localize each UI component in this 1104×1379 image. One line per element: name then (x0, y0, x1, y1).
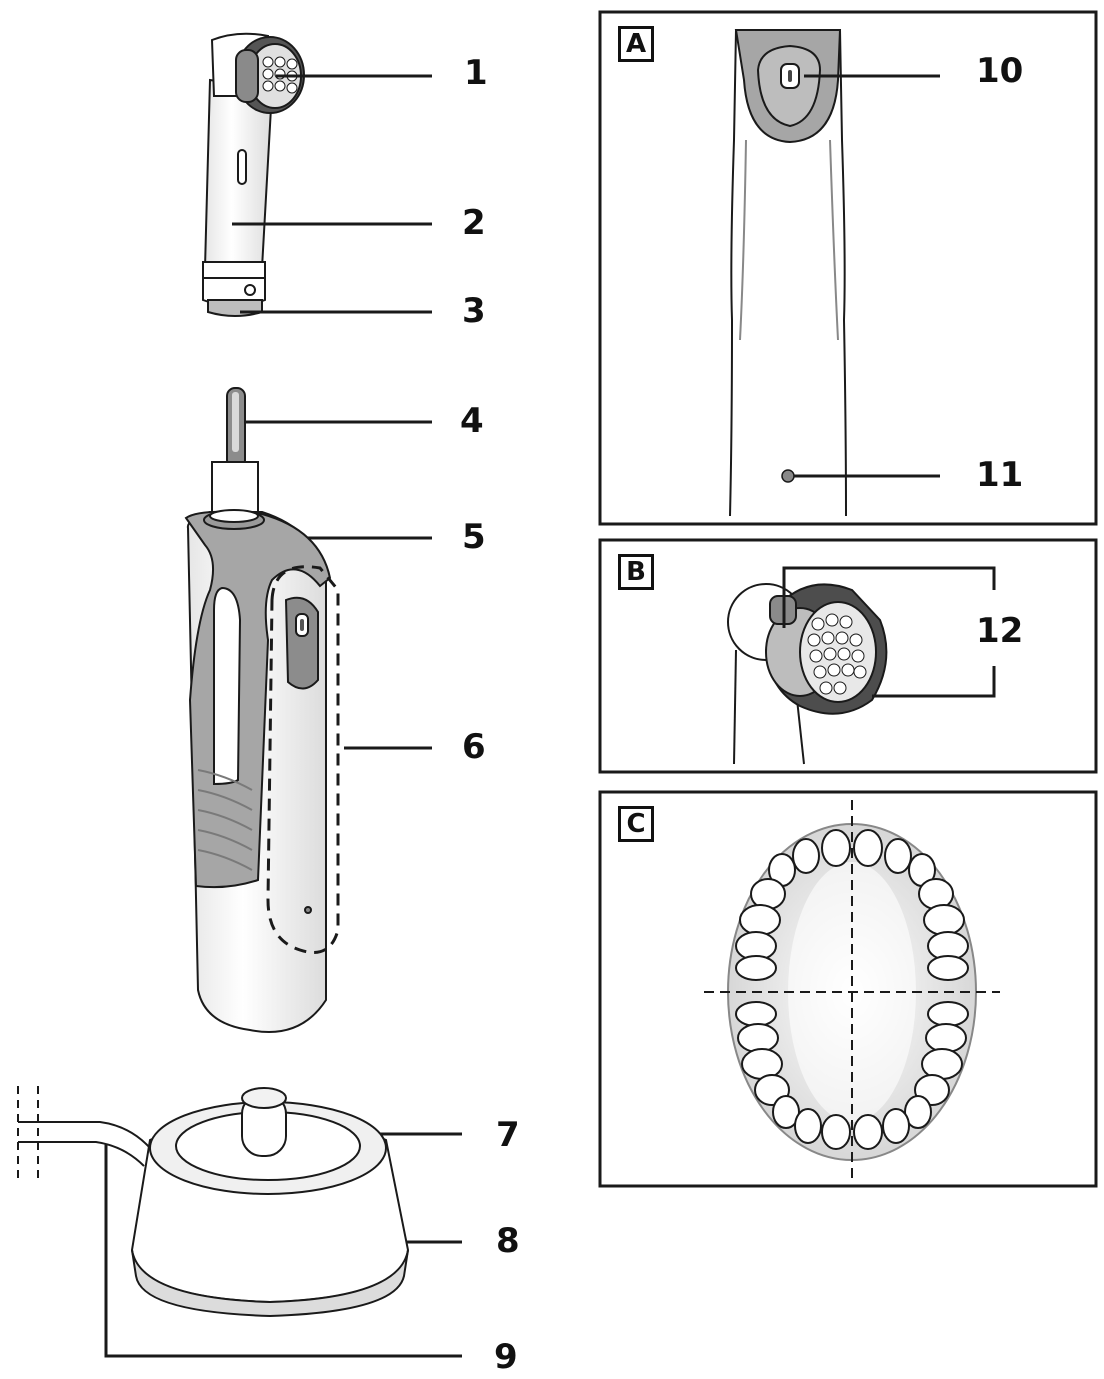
callout-2: 2 (462, 203, 486, 243)
charger (17, 1086, 410, 1318)
callout-12: 12 (976, 611, 1024, 651)
callout-8: 8 (496, 1221, 520, 1261)
callout-11: 11 (976, 455, 1024, 495)
callout-9: 9 (494, 1337, 518, 1377)
callout-7: 7 (496, 1115, 520, 1155)
panel-label-c: C (618, 806, 654, 842)
callout-1: 1 (464, 53, 488, 93)
panel-b (598, 538, 1098, 774)
callout-4: 4 (460, 401, 484, 441)
panel-label-b: B (618, 554, 654, 590)
handle (184, 387, 340, 1033)
callout-6: 6 (462, 727, 486, 767)
callout-10: 10 (976, 51, 1024, 91)
panel-c (598, 790, 1098, 1188)
panel-a (598, 10, 1098, 526)
callout-5: 5 (462, 517, 486, 557)
panel-label-a: A (618, 26, 654, 62)
callout-3: 3 (462, 291, 486, 331)
